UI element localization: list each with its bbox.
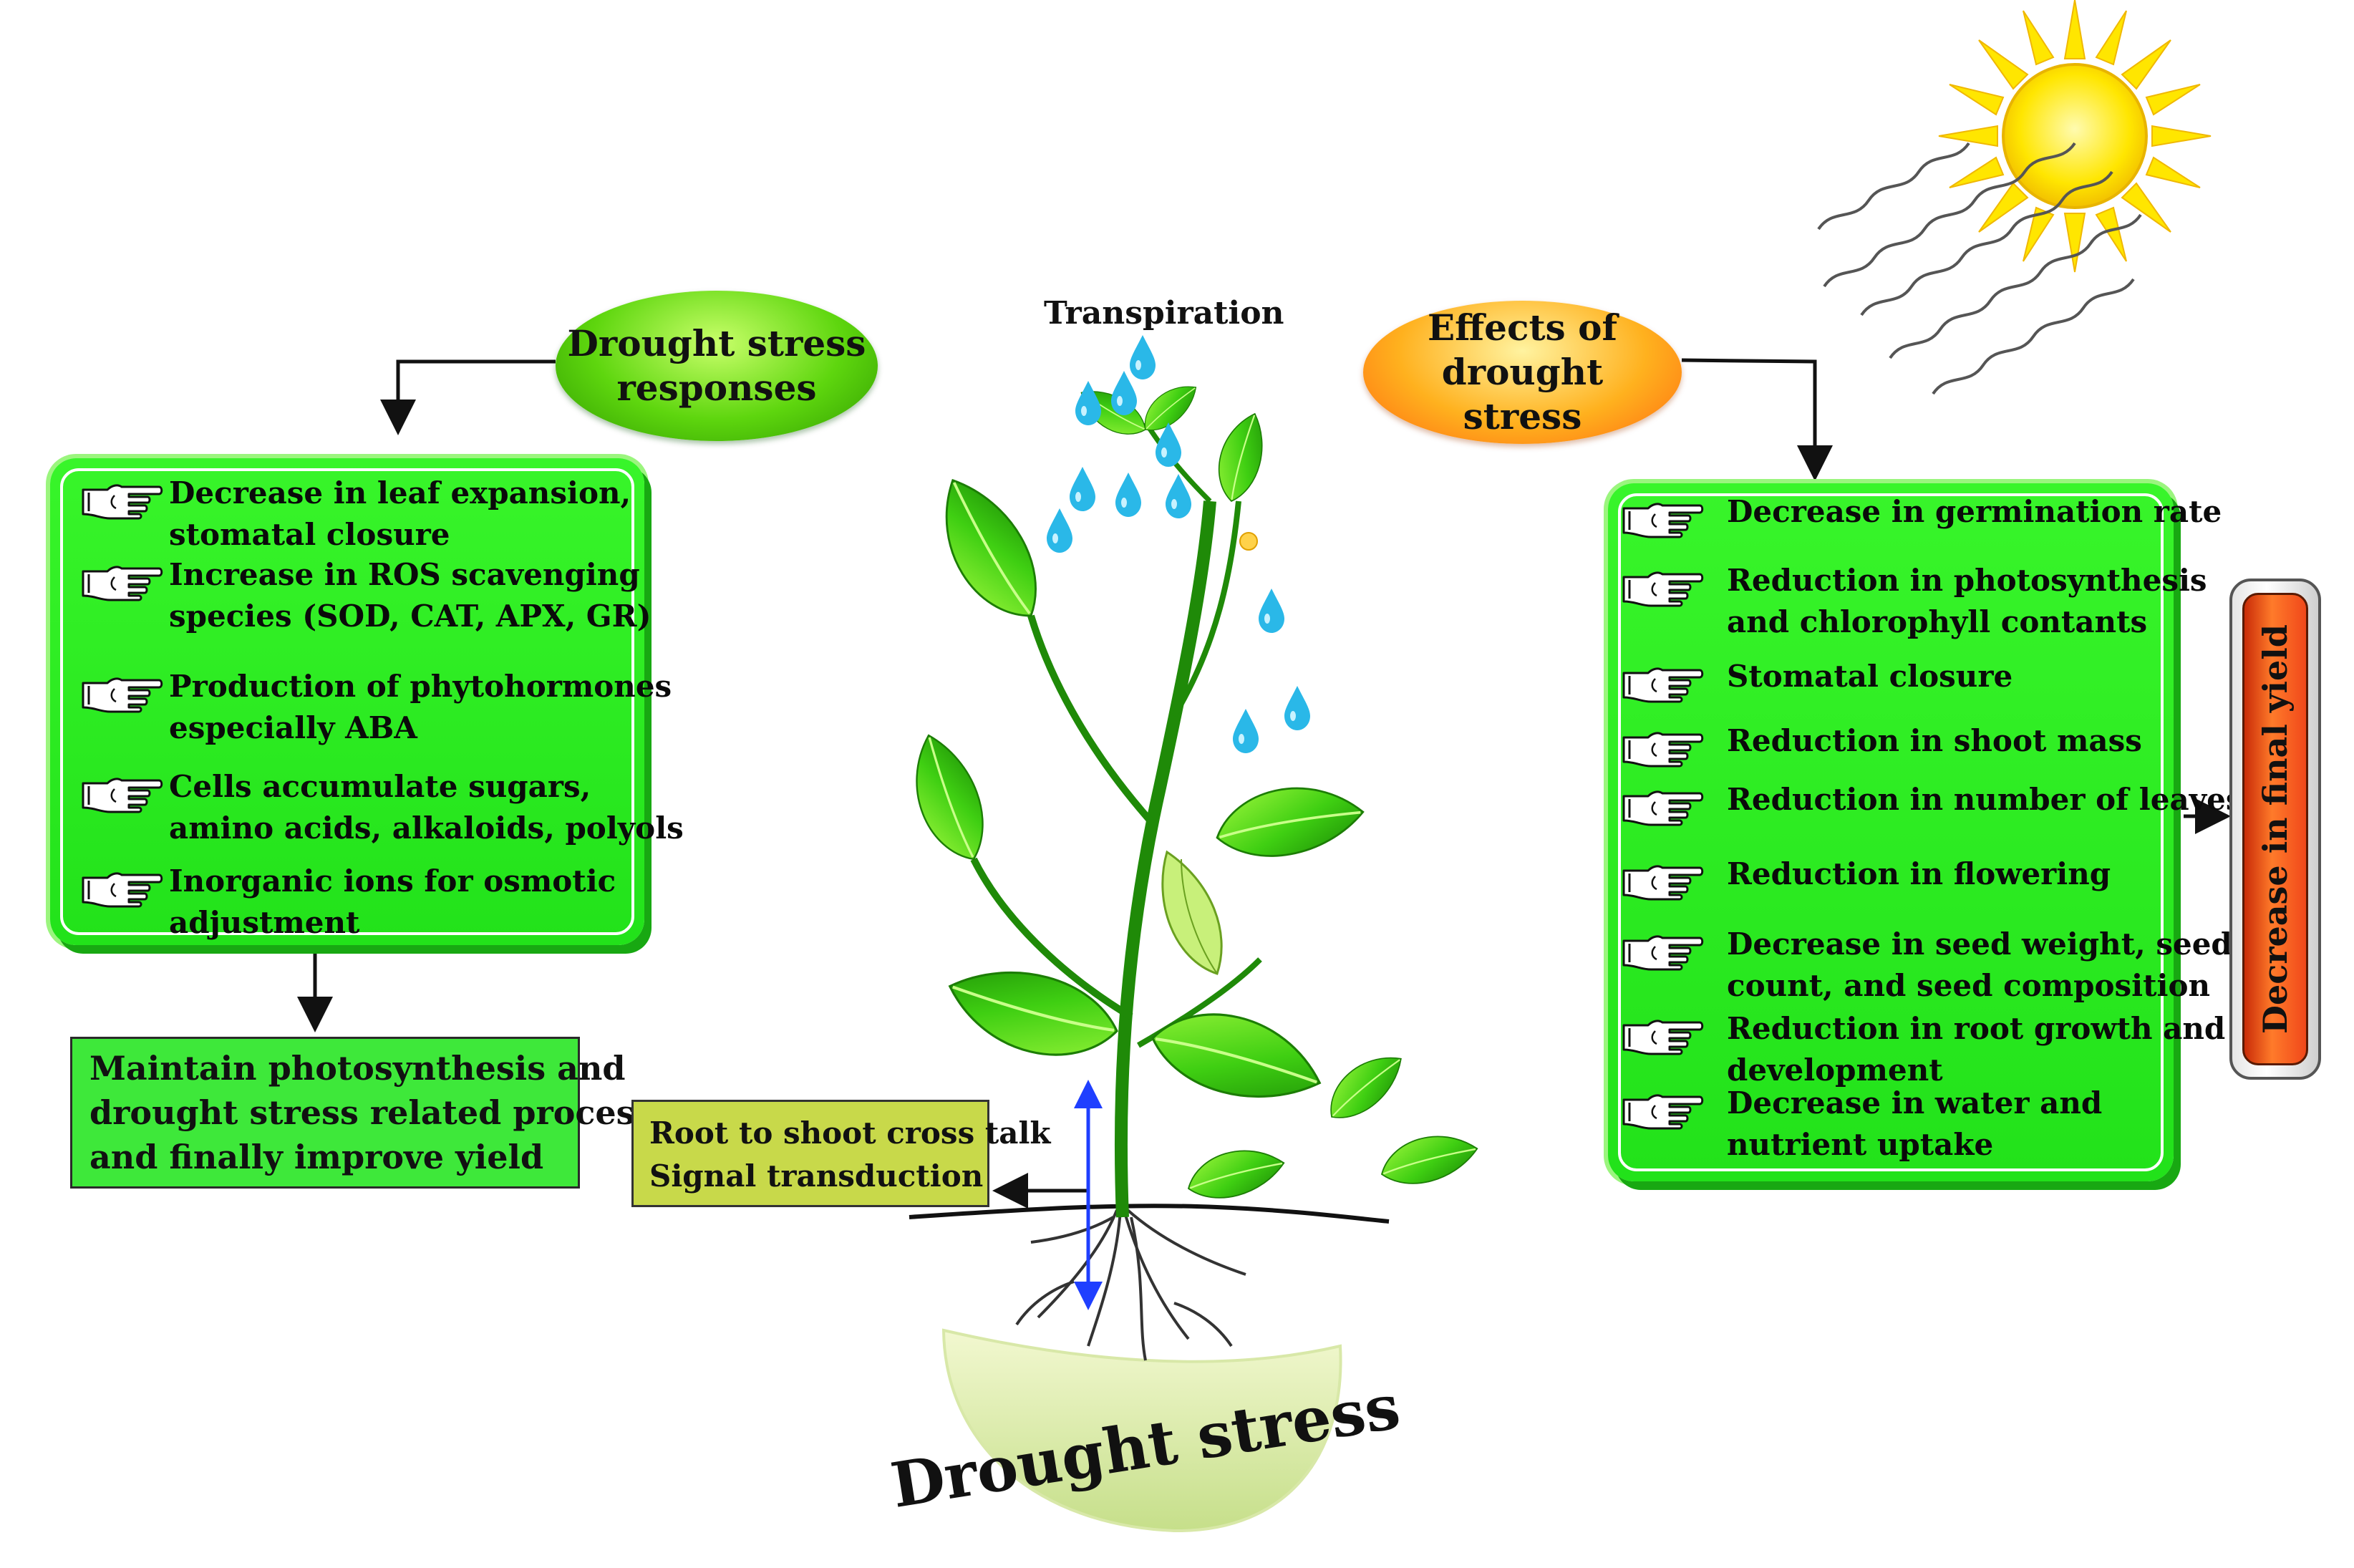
list-item-text: Reduction in photosynthesis xyxy=(1727,563,2207,598)
pointing-hand-icon xyxy=(79,868,163,908)
list-item-text: and chlorophyll contants xyxy=(1727,604,2148,639)
list-item-text: especially ABA xyxy=(169,710,417,745)
pointing-hand-icon xyxy=(1619,861,1704,901)
pointing-hand-icon xyxy=(79,773,163,813)
panel-border xyxy=(1618,493,2164,1171)
pointing-hand-icon xyxy=(1619,663,1704,703)
list-item-text: Increase in ROS scavenging xyxy=(169,557,640,592)
pointing-hand-icon xyxy=(1619,498,1704,538)
header-line: Effects of drought xyxy=(1428,306,1617,393)
sun-icon xyxy=(1938,0,2212,273)
list-item-text: Decrease in leaf expansion, xyxy=(169,475,631,510)
final-yield-label: Decrease in final yield xyxy=(2256,624,2295,1034)
pointing-hand-icon xyxy=(1619,786,1704,826)
transpiration-label: Transpiration xyxy=(1044,295,1284,331)
drought-responses-panel xyxy=(50,458,644,945)
signal-line: Root to shoot cross talk xyxy=(649,1115,1051,1151)
list-item-text: species (SOD, CAT, APX, GR) xyxy=(169,599,652,634)
pointing-hand-icon xyxy=(1619,1090,1704,1130)
list-item-text: adjustment xyxy=(169,905,360,940)
list-item-text: Stomatal closure xyxy=(1727,659,2013,694)
outcome-line: Maintain photosynthesis and xyxy=(89,1049,626,1088)
pointing-hand-icon xyxy=(1619,931,1704,971)
list-item-text: Reduction in shoot mass xyxy=(1727,723,2142,758)
pointing-hand-icon xyxy=(1619,567,1704,607)
heat-wave-icon xyxy=(1817,142,2142,395)
list-item-text: Cells accumulate sugars, xyxy=(169,769,591,804)
pointing-hand-icon xyxy=(79,561,163,601)
header-line: responses xyxy=(616,367,817,409)
signal-transduction-box: Root to shoot cross talk Signal transduc… xyxy=(631,1100,1051,1207)
roots xyxy=(1015,1209,1246,1361)
list-item-text: Reduction in number of leaves xyxy=(1727,782,2243,817)
list-item-text: nutrient uptake xyxy=(1727,1127,1994,1162)
list-item-text: Inorganic ions for osmotic xyxy=(169,863,616,899)
list-item-text: Production of phytohormones xyxy=(169,669,672,704)
list-item-text: Decrease in water and xyxy=(1727,1085,2103,1121)
signal-line: Signal transduction xyxy=(649,1158,984,1194)
list-item-text: stomatal closure xyxy=(169,517,450,552)
outcome-line: and finally improve yield xyxy=(89,1138,544,1176)
list-item-text: development xyxy=(1727,1052,1943,1088)
header-line: stress xyxy=(1463,395,1582,437)
pointing-hand-icon xyxy=(79,480,163,520)
soil-mound xyxy=(941,1328,1342,1533)
list-item-text: Decrease in germination rate xyxy=(1727,494,2222,529)
list-item-text: Decrease in seed weight, seed xyxy=(1727,926,2232,962)
ground-line xyxy=(909,1204,1390,1224)
outcome-line: drought stress related process xyxy=(89,1093,654,1132)
list-item-text: amino acids, alkaloids, polyols xyxy=(169,810,684,846)
list-item-text: Reduction in root growth and xyxy=(1727,1011,2226,1046)
pointing-hand-icon xyxy=(79,673,163,713)
list-item-text: count, and seed composition xyxy=(1727,968,2211,1003)
header-line: Drought stress xyxy=(567,322,866,364)
pointing-hand-icon xyxy=(1619,1015,1704,1055)
pointing-hand-icon xyxy=(1619,727,1704,768)
final-yield-bar xyxy=(2242,593,2308,1065)
maintain-yield-box: Maintain photosynthesis and drought stre… xyxy=(70,1037,654,1189)
drought-stress-responses-header: Drought stress responses xyxy=(556,291,878,441)
panel-border xyxy=(60,468,634,935)
effects-of-drought-stress-header: Effects of drought stress xyxy=(1363,301,1682,444)
drought-effects-panel xyxy=(1608,483,2174,1181)
list-item-text: Reduction in flowering xyxy=(1727,856,2111,891)
